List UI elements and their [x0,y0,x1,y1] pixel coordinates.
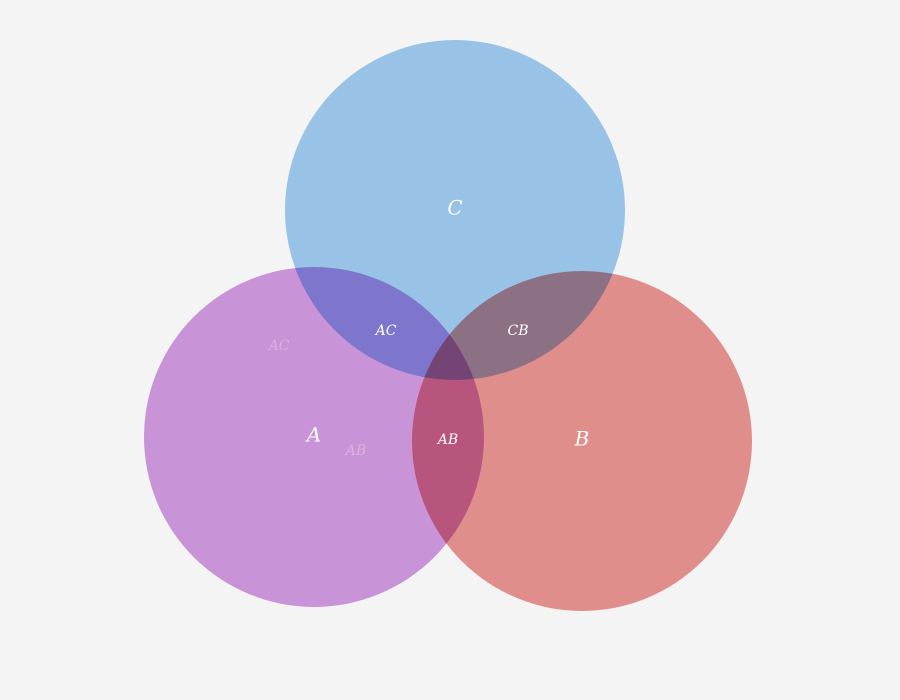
set-a-label: A [305,423,321,447]
set-b-circle [412,271,752,611]
ghost-label-ac: AC [267,338,290,354]
ghost-label-ab: AB [344,443,366,459]
intersection-cb-label: CB [508,323,529,339]
set-a-circle [144,267,484,607]
intersection-ab-label: AB [436,432,458,448]
set-b-label: B [574,427,590,451]
set-c-label: C [447,196,462,220]
intersection-ac-label: AC [374,323,397,339]
